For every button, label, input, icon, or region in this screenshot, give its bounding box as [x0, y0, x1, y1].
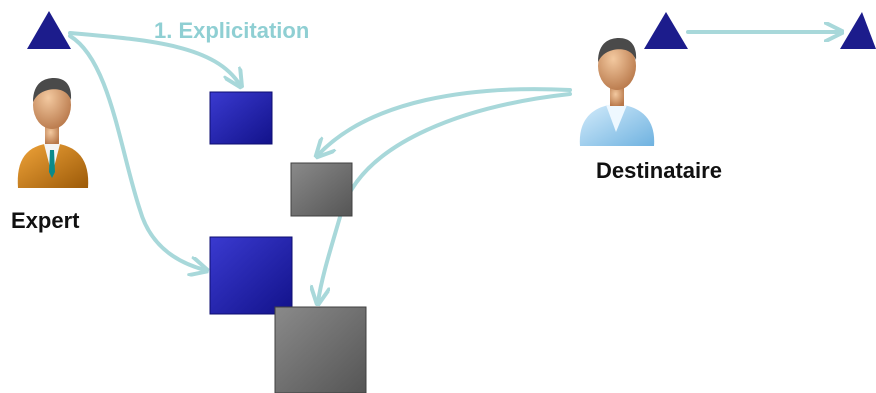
- triangle-marker-icon: [644, 12, 688, 49]
- triangle-marker-icon: [27, 11, 71, 49]
- person-destinataire-icon: [579, 38, 655, 146]
- gray-square-small: [290, 162, 353, 217]
- arrow-destinataire-to-small-gray-square: [318, 87, 572, 155]
- blue-square-large: [209, 236, 293, 315]
- arrow-destinataire-to-large-gray-square: [318, 92, 572, 302]
- blue-square-small: [209, 91, 273, 145]
- step-label: 1. Explicitation: [154, 18, 310, 43]
- person-expert-icon: [17, 78, 89, 188]
- destinataire-label: Destinataire: [596, 158, 722, 183]
- arrow-expert-to-small-blue-square: [68, 31, 240, 85]
- arrows: [68, 31, 840, 302]
- gray-square-large: [274, 306, 367, 393]
- expert-label: Expert: [11, 208, 80, 233]
- arrow-expert-to-large-blue-square: [68, 34, 205, 270]
- triangle-marker-icon: [840, 12, 876, 49]
